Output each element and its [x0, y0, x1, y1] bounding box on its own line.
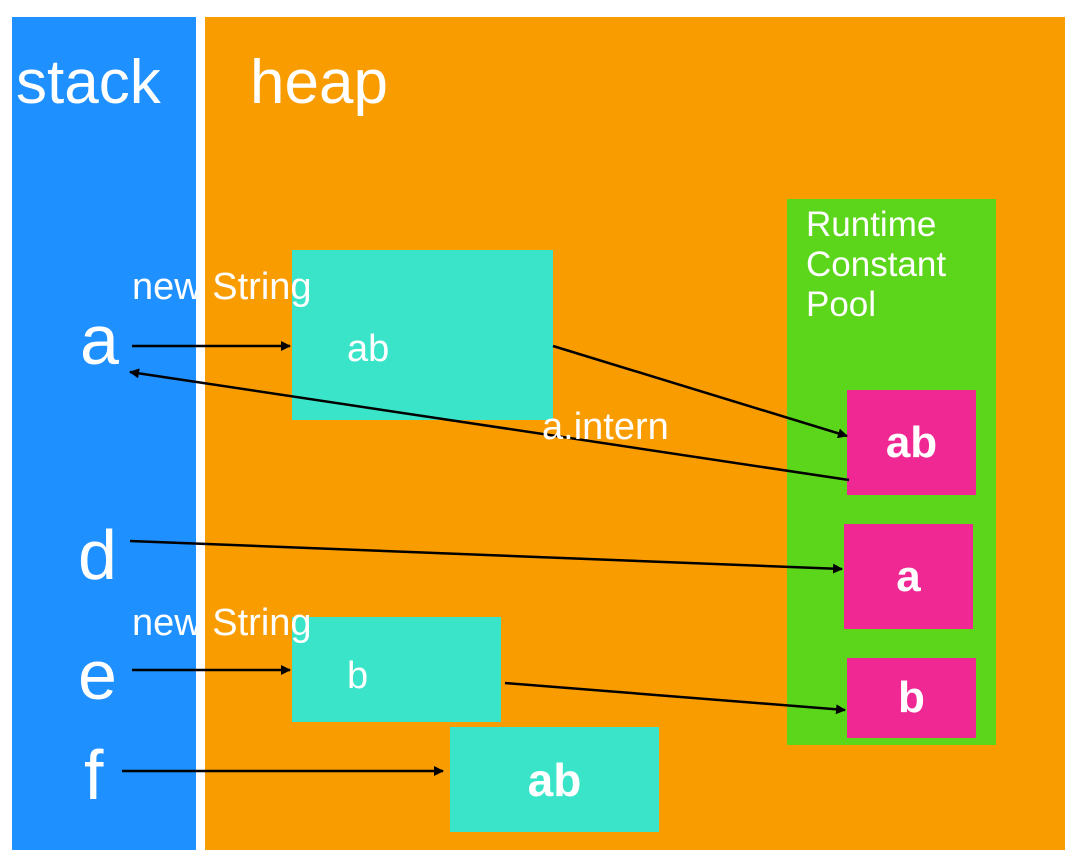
op-new-string-a: new String — [132, 266, 312, 308]
stack-variable-a: a — [80, 301, 119, 379]
heap-object-ab: ab — [292, 250, 553, 420]
op-intern: a.intern — [542, 406, 669, 448]
pool-title-line: Constant — [806, 245, 947, 284]
stack-variable-e: e — [78, 636, 117, 714]
stack-title: stack — [16, 48, 161, 117]
stack-variable-f: f — [84, 736, 104, 814]
heap-object-b: b — [292, 617, 501, 722]
op-new-string-e: new String — [132, 602, 312, 644]
pool-title-line: Pool — [806, 285, 877, 324]
heap-object-ab-concat: ab — [450, 727, 659, 832]
heap-object-label: ab — [347, 328, 390, 370]
heap-object-label: b — [347, 655, 369, 697]
pool-title-line: Runtime — [806, 205, 937, 244]
pool-entry-b: b — [847, 658, 976, 738]
heap-title: heap — [250, 48, 388, 117]
pool-title: Runtime Constant Pool — [806, 205, 946, 325]
stack-region — [12, 17, 196, 850]
stack-variable-d: d — [78, 516, 117, 594]
pool-entry-a: a — [844, 524, 973, 629]
pool-entry-ab: ab — [847, 390, 976, 495]
